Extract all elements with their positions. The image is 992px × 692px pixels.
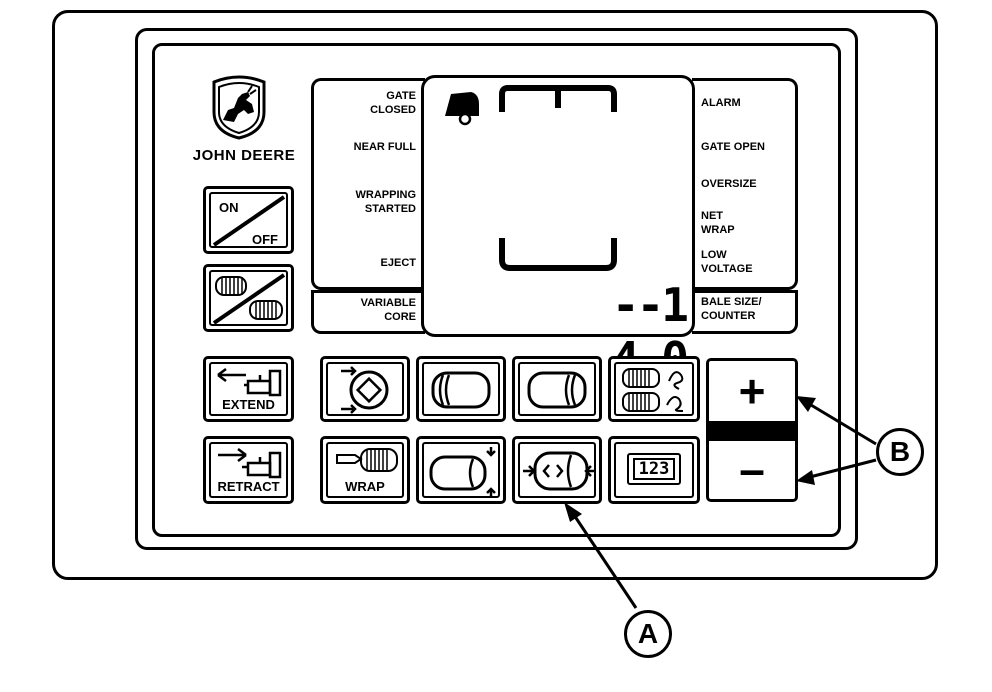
plus-label: + <box>738 365 766 417</box>
bale-size-icon <box>429 447 496 497</box>
extend-label: EXTEND <box>222 397 275 412</box>
monitor-bezel <box>135 28 858 550</box>
callout-b: B <box>876 428 924 476</box>
minus-label: – <box>739 443 765 495</box>
bale-chamber-icon <box>499 84 617 271</box>
left-indicator-panel <box>311 78 425 290</box>
bale-right-button[interactable] <box>512 356 602 422</box>
slash-divider-icon <box>212 195 286 247</box>
bale-left-icon <box>431 371 491 409</box>
retract-label: RETRACT <box>217 479 280 494</box>
plus-button[interactable]: + <box>706 358 798 424</box>
john-deere-logo-icon <box>212 75 266 140</box>
bale-toggle-button[interactable] <box>203 264 294 332</box>
bale-rolls-icon <box>212 273 286 325</box>
wrap-mode-button[interactable] <box>608 356 700 422</box>
wrap-button[interactable]: WRAP <box>320 436 410 504</box>
retract-button[interactable]: RETRACT <box>203 436 294 504</box>
counter-display-icon <box>627 453 681 485</box>
control-panel <box>152 43 841 537</box>
plus-minus-divider <box>706 422 798 440</box>
callout-a: A <box>624 610 672 658</box>
bale-right-icon <box>527 371 587 409</box>
right-indicator-panel-lower <box>692 290 798 334</box>
bale-size-button[interactable] <box>416 436 506 504</box>
on-label: ON <box>219 200 239 215</box>
twine-net-icon <box>622 368 684 412</box>
indicator-oversize: OVERSIZE <box>701 178 757 190</box>
extend-button[interactable]: EXTEND <box>203 356 294 422</box>
right-indicator-panel <box>692 78 798 290</box>
wrap-icon <box>336 448 398 472</box>
bale-rotation-icon <box>341 366 389 414</box>
bale-density-icon <box>523 451 595 491</box>
indicator-eject: EJECT <box>380 257 416 269</box>
bale-density-button[interactable] <box>512 436 602 504</box>
on-off-button[interactable]: ON OFF <box>203 186 294 254</box>
wrap-label: WRAP <box>345 479 385 494</box>
retract-arrow-icon <box>218 448 282 479</box>
indicator-alarm: ALARM <box>701 97 741 109</box>
counter-button[interactable]: 123 <box>608 436 700 504</box>
counter-digits: 123 <box>633 458 675 480</box>
left-indicator-panel-lower <box>311 290 425 334</box>
extend-arrow-icon <box>217 368 282 397</box>
bale-left-button[interactable] <box>416 356 506 422</box>
brand-name: JOHN DEERE <box>192 147 296 164</box>
indicator-near-full: NEAR FULL <box>353 141 416 153</box>
indicator-bale-size-counter: BALE SIZE/COUNTER <box>701 296 762 322</box>
bale-eject-button[interactable] <box>320 356 410 422</box>
minus-button[interactable]: – <box>706 438 798 502</box>
off-label: OFF <box>252 232 278 247</box>
baler-icon <box>445 92 479 126</box>
indicator-gate-open: GATE OPEN <box>701 141 765 153</box>
